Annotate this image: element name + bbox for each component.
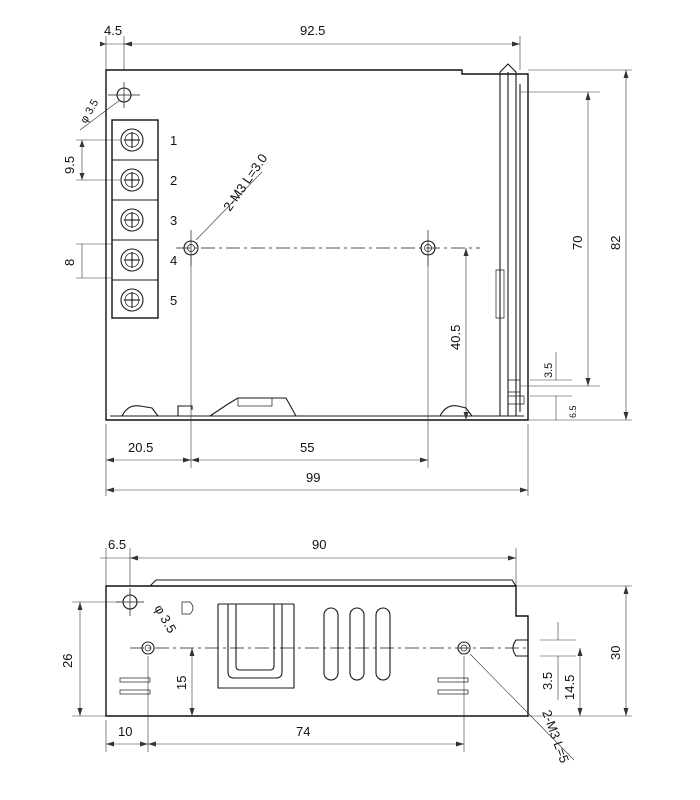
right-dimension-lines xyxy=(520,69,632,421)
side-view: 6.5 90 φ 3.5 xyxy=(60,537,632,765)
terminal-label-5: 5 xyxy=(170,293,177,308)
dim-hole-from-left: 20.5 xyxy=(128,440,153,455)
side-dim-slot-height: 3.5 xyxy=(540,672,555,690)
side-right-slot xyxy=(512,639,528,657)
side-dim-height-left: 26 xyxy=(60,654,75,668)
terminal-screw xyxy=(120,248,144,272)
dim-terminal-gap: 8 xyxy=(62,259,77,266)
dim-hole-dia: φ 3.5 xyxy=(78,97,101,125)
top-dimension-lines xyxy=(100,36,521,88)
terminal-block xyxy=(111,119,159,319)
terminal-gap-dimension xyxy=(76,243,112,279)
dim-height-total: 82 xyxy=(608,236,623,250)
terminal-screw xyxy=(120,208,144,232)
marker-d xyxy=(181,601,194,615)
pitch-dimension xyxy=(76,139,120,181)
dim-left-offset: 4.5 xyxy=(104,23,122,38)
side-bottom-dimension-lines xyxy=(105,656,465,752)
dim-vertical-offset: 40.5 xyxy=(448,325,463,350)
side-dim-slot-offset: 14.5 xyxy=(562,675,577,700)
top-view-outline xyxy=(105,69,529,421)
dim-slot-offset: 6.5 xyxy=(568,405,578,418)
dim-slot-height: 3.5 xyxy=(543,363,555,378)
terminal-screw xyxy=(120,288,144,312)
inlet-window xyxy=(217,603,295,689)
right-flange xyxy=(495,63,525,416)
side-dim-hole-spacing: 74 xyxy=(296,724,310,739)
terminal-label-4: 4 xyxy=(170,253,177,268)
bottom-dimension-lines xyxy=(105,424,529,496)
vent-slots xyxy=(323,607,391,681)
terminal-label-2: 2 xyxy=(170,173,177,188)
terminal-label-1: 1 xyxy=(170,133,177,148)
side-dim-height-total: 30 xyxy=(608,646,623,660)
side-dim-total-width: 90 xyxy=(312,537,326,552)
dim-total-width-bottom: 99 xyxy=(306,470,320,485)
side-dim-left-offset: 6.5 xyxy=(108,537,126,552)
terminal-screw xyxy=(120,128,144,152)
side-left-dimension-lines xyxy=(72,601,195,752)
dim-pitch: 9.5 xyxy=(62,156,77,174)
terminal-screw xyxy=(120,168,144,192)
side-tabs xyxy=(119,677,469,695)
side-dim-hole-height: 15 xyxy=(174,676,189,690)
side-dim-mount-screw: 2-M3 L=5 xyxy=(539,708,572,765)
terminal-label-3: 3 xyxy=(170,213,177,228)
dim-hole-spacing: 55 xyxy=(300,440,314,455)
bottom-features xyxy=(121,397,473,417)
side-dim-hole-from-left: 10 xyxy=(118,724,132,739)
dim-height-inner: 70 xyxy=(570,236,585,250)
dim-total-width-top: 92.5 xyxy=(300,23,325,38)
side-right-dimension-lines xyxy=(516,585,632,717)
top-view: 4.5 92.5 φ 3.5 xyxy=(62,23,632,496)
